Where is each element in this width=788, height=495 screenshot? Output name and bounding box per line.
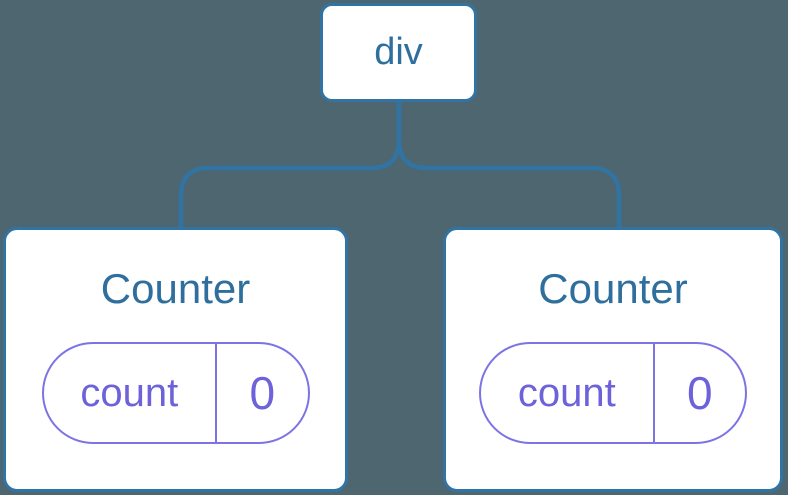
component-title: Counter — [100, 265, 251, 312]
component-title: Counter — [538, 265, 688, 312]
connector-right-branch — [396, 102, 622, 232]
counter-node-right: Counter count 0 — [443, 227, 783, 492]
state-key: count — [80, 370, 179, 415]
root-node-div: div — [320, 3, 477, 102]
counter-node-left: Counter count 0 — [3, 227, 348, 492]
state-key: count — [517, 370, 616, 415]
root-node-label: div — [374, 31, 423, 73]
connector-left-branch — [178, 102, 402, 232]
state-value: 0 — [652, 344, 745, 443]
state-pill: count 0 — [479, 342, 747, 445]
state-pill: count 0 — [41, 342, 310, 445]
state-value: 0 — [215, 344, 307, 443]
